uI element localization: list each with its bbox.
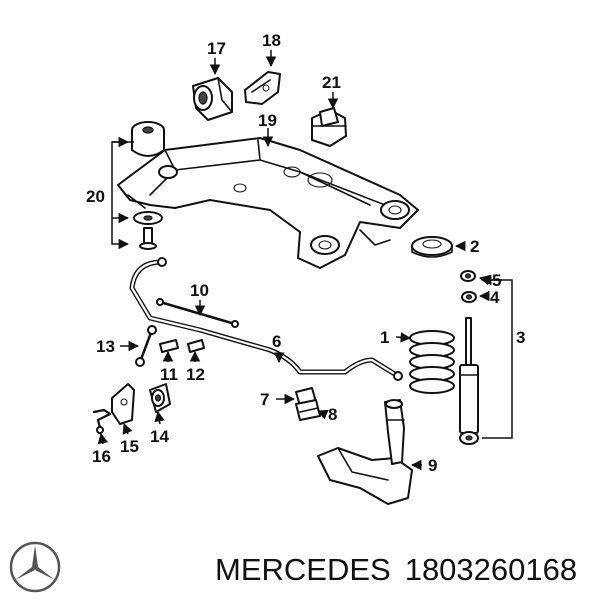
sensor-cable (92, 408, 112, 434)
callout-7: 7 (260, 390, 269, 409)
clip-12 (187, 339, 205, 353)
trailing-arm (317, 399, 413, 505)
upper-mount (311, 107, 347, 147)
mount-bushing (192, 77, 233, 121)
callout-11: 11 (160, 365, 178, 384)
shock-top-bushing (460, 270, 476, 282)
callout-1: 1 (380, 328, 389, 347)
callout-9: 9 (428, 456, 437, 475)
callout-4: 4 (490, 288, 500, 307)
callout-16: 16 (92, 447, 111, 466)
callout-12: 12 (186, 365, 205, 384)
callout-5: 5 (492, 271, 501, 290)
callout-17: 17 (207, 39, 226, 58)
callout-3: 3 (516, 328, 525, 347)
mercedes-star-icon (9, 541, 61, 593)
clip-11 (159, 339, 179, 353)
shock-absorber (459, 317, 479, 445)
callout-18: 18 (262, 31, 281, 50)
suspension-parts-diagram: 17 18 21 19 20 2 5 4 3 1 10 6 13 11 12 7… (86, 31, 525, 505)
rear-subframe (117, 137, 419, 269)
bar-bushing-bracket (295, 399, 321, 421)
callout-19: 19 (258, 111, 277, 130)
subframe-bushing-stack (131, 121, 165, 250)
callout-20: 20 (86, 187, 105, 206)
leader-lines (97, 50, 513, 471)
spring-seat-washer (411, 236, 453, 258)
callout-21: 21 (322, 73, 341, 92)
callout-8: 8 (328, 405, 337, 424)
stabilizer-bar (129, 257, 403, 381)
footer-caption: MERCEDES 1803260168 (215, 552, 591, 588)
shock-lower-bushing (461, 291, 477, 303)
drop-link (135, 325, 157, 367)
callout-10: 10 (190, 281, 209, 300)
bracket (244, 71, 281, 105)
stabilizer-bushing (149, 383, 171, 413)
callout-6: 6 (272, 332, 281, 351)
brand-name: MERCEDES (215, 552, 391, 587)
coil-spring (409, 330, 455, 394)
callout-14: 14 (150, 427, 169, 446)
part-number: 1803260168 (404, 552, 578, 587)
callout-2: 2 (470, 237, 479, 256)
callout-13: 13 (96, 337, 115, 356)
mounting-bracket (111, 383, 135, 425)
callout-15: 15 (120, 437, 139, 456)
